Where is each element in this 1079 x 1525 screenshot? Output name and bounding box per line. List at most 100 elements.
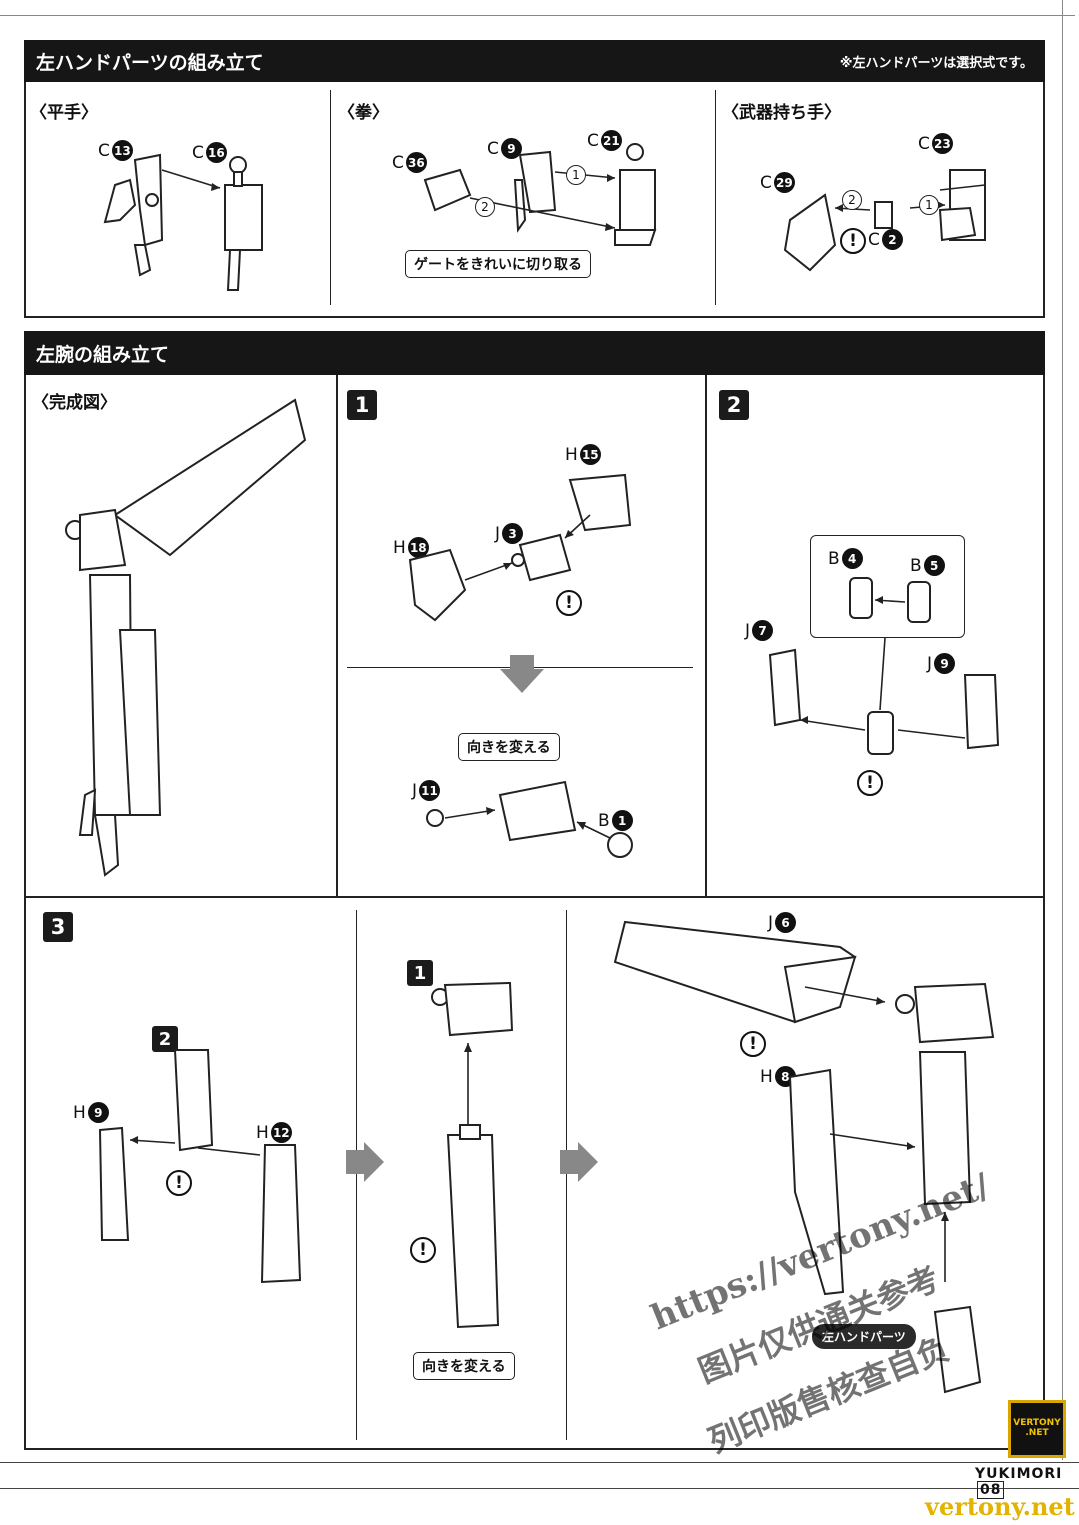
part-number: 15	[579, 444, 601, 465]
weapon-hand-subtitle: 〈武器持ち手〉	[722, 103, 841, 123]
step-2-detail-box	[810, 535, 965, 638]
sub-step-1-badge: 1	[407, 960, 433, 986]
part-letter: B	[910, 555, 922, 576]
step-1-bottom-drawing	[426, 780, 633, 858]
step-circle-2: 2	[842, 190, 862, 210]
rotate-callout: 向きを変える	[413, 1352, 515, 1380]
part-number: 16	[205, 142, 227, 163]
arm-divider-1	[336, 375, 338, 897]
step-2-badge: 2	[719, 390, 749, 420]
vertony-logo: VERTONY .NET	[1008, 1400, 1066, 1458]
step-3-divider-2	[566, 910, 567, 1440]
part-number: 2	[881, 229, 903, 250]
warning-icon: !	[410, 1237, 436, 1263]
part-number: 23	[931, 133, 953, 154]
warning-icon: !	[840, 228, 866, 254]
sub-step-2-badge: 2	[152, 1026, 178, 1052]
arm-divider-2	[705, 375, 707, 897]
part-letter: C	[392, 152, 404, 173]
warning-icon: !	[166, 1170, 192, 1196]
step-2-drawing	[768, 577, 1000, 755]
flat-hand-drawing	[103, 153, 263, 291]
complete-subtitle: 〈完成図〉	[32, 393, 117, 413]
part-letter: J	[927, 653, 933, 674]
footer-rule-2	[0, 1488, 1079, 1489]
down-arrow-icon	[500, 655, 544, 693]
part-number: 9	[500, 138, 522, 159]
next-arrow-icon	[346, 1142, 384, 1182]
right-rule	[1062, 0, 1063, 1460]
footer-rule-1	[0, 1462, 1079, 1463]
flat-hand-subtitle: 〈平手〉	[30, 103, 98, 123]
fist-gate-callout: ゲートをきれいに切り取る	[405, 250, 591, 278]
part-letter: J	[495, 523, 501, 544]
step-3-divider-1	[356, 910, 357, 1440]
fist-drawing	[423, 143, 657, 246]
step-3a-drawing	[98, 1049, 302, 1284]
next-arrow-icon	[560, 1142, 598, 1182]
part-letter: H	[393, 537, 406, 558]
hand-section-box	[24, 82, 1045, 318]
fist-subtitle: 〈拳〉	[338, 103, 389, 123]
arm-row-divider	[24, 896, 1045, 898]
part-number: 6	[775, 912, 797, 933]
part-letter: C	[98, 140, 110, 161]
part-letter: B	[598, 810, 610, 831]
part-number: 11	[419, 780, 441, 801]
part-number: 9	[934, 653, 956, 674]
step-1-top-drawing	[408, 473, 632, 622]
part-letter: C	[868, 229, 880, 250]
part-letter: H	[760, 1066, 773, 1087]
part-letter: H	[565, 444, 578, 465]
part-number: 18	[407, 537, 429, 558]
watermark-bottom: vertony.net	[925, 1492, 1075, 1521]
part-letter: J	[412, 780, 418, 801]
step-circle-1: 1	[566, 165, 586, 185]
arm-section-box	[24, 375, 1045, 1450]
top-rule	[0, 15, 1075, 16]
part-letter: H	[73, 1102, 86, 1123]
part-letter: H	[256, 1122, 269, 1143]
complete-arm-drawing	[65, 398, 307, 877]
part-letter: C	[918, 133, 930, 154]
rotate-callout: 向きを変える	[458, 733, 560, 761]
hand-section-title: 左ハンドパーツの組み立て	[36, 51, 264, 74]
logo-bottom-text: .NET	[1025, 1428, 1049, 1438]
hand-divider-2	[715, 90, 716, 305]
part-number: 1	[611, 810, 633, 831]
step-3c-drawing	[613, 920, 995, 1394]
step-1-badge: 1	[347, 390, 377, 420]
part-letter: C	[487, 138, 499, 159]
footer-brand-name: YUKIMORI	[975, 1466, 1063, 1482]
warning-icon: !	[556, 590, 582, 616]
part-letter: J	[768, 912, 774, 933]
arm-section-header: 左腕の組み立て	[24, 331, 1045, 375]
part-number: 36	[405, 152, 427, 173]
step-circle-1: 1	[919, 195, 939, 215]
part-number: 21	[600, 130, 622, 151]
part-number: 29	[773, 172, 795, 193]
hand-divider-1	[330, 90, 331, 305]
part-number: 4	[841, 548, 863, 569]
part-letter: C	[760, 172, 772, 193]
part-letter: C	[192, 142, 204, 163]
step-3b-drawing	[431, 981, 514, 1329]
hand-section-note: ※左ハンドパーツは選択式です。	[839, 55, 1033, 71]
part-number: 13	[111, 140, 133, 161]
footer-page-number: 08	[977, 1481, 1005, 1499]
